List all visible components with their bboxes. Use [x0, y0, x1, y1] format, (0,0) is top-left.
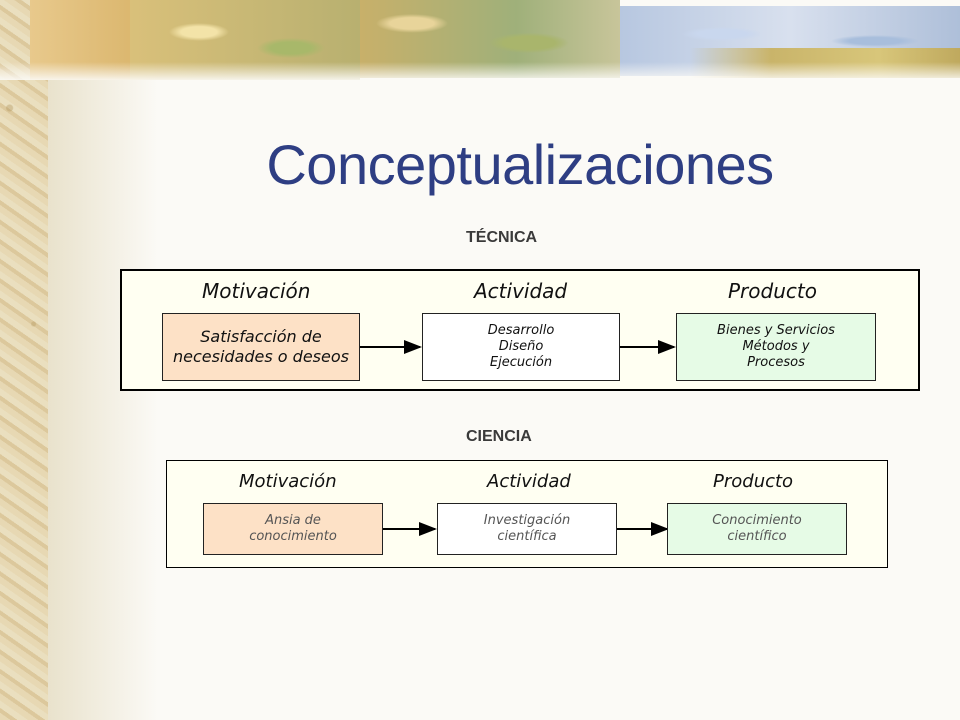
arrow-activity-product — [617, 522, 669, 536]
box-line: Satisfacción de — [200, 327, 322, 346]
slide-title: Conceptualizaciones — [266, 133, 774, 196]
box-line: Procesos — [747, 355, 805, 371]
left-decorative-strip — [0, 0, 48, 720]
box-motivation: Satisfacción de necesidades o deseos — [162, 313, 360, 381]
section-label-tecnica: TÉCNICA — [466, 229, 538, 246]
box-line: Bienes y Servicios — [717, 322, 835, 338]
box-product: Bienes y Servicios Métodos y Procesos — [676, 313, 876, 381]
banner-fade — [0, 62, 960, 80]
box-line: conocimiento — [249, 529, 337, 544]
box-line: científico — [727, 529, 787, 544]
box-line: Investigación — [483, 512, 571, 528]
box-line: científica — [497, 529, 557, 544]
box-product: Conocimiento científico — [667, 503, 847, 555]
box-line: Ansia de — [265, 512, 321, 528]
header-activity: Actividad — [487, 471, 571, 492]
box-line: Ejecución — [489, 355, 553, 371]
box-line: Conocimiento — [712, 512, 802, 528]
top-decorative-banner — [0, 0, 960, 80]
box-activity: Investigación científica — [437, 503, 617, 555]
arrow-motivation-activity — [383, 522, 437, 536]
header-product: Producto — [713, 471, 794, 492]
header-activity: Actividad — [474, 279, 568, 303]
arrow-motivation-activity — [360, 340, 422, 354]
header-product: Producto — [728, 279, 817, 303]
arrow-activity-product — [620, 340, 676, 354]
header-motivation: Motivación — [202, 279, 311, 303]
section-label-ciencia: CIENCIA — [466, 428, 532, 445]
box-line: Métodos y — [742, 338, 810, 354]
box-line: Desarrollo — [487, 322, 555, 338]
diagram-panel-tecnica: Motivación Actividad Producto Satisfacci… — [120, 269, 920, 391]
diagram-panel-ciencia: Motivación Actividad Producto Ansia de c… — [166, 460, 888, 568]
box-activity: Desarrollo Diseño Ejecución — [422, 313, 620, 381]
box-motivation: Ansia de conocimiento — [203, 503, 383, 555]
box-line: Diseño — [498, 338, 544, 354]
header-motivation: Motivación — [239, 471, 337, 492]
box-line: necesidades o deseos — [173, 347, 349, 366]
